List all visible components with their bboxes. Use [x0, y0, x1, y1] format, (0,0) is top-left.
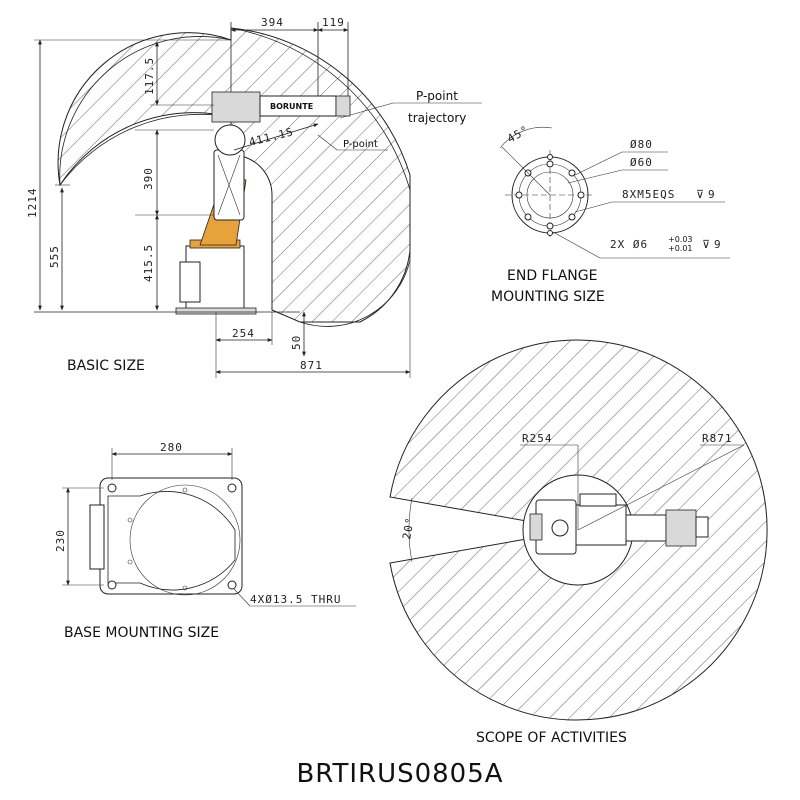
basic-size-caption: BASIC SIZE [67, 358, 145, 374]
flange-d60: Ø60 [630, 156, 653, 169]
dim-415-5: 415.5 [142, 244, 155, 282]
flange-pin: 2X Ø6 [610, 238, 648, 251]
scope-caption: SCOPE OF ACTIVITIES [476, 730, 627, 746]
base-plate [99, 477, 243, 595]
dim-254: 254 [232, 327, 255, 340]
scope-view: 20° R254 R871 SCOPE OF ACTIVITIES [389, 339, 768, 746]
dim-871: 871 [300, 359, 323, 372]
flange-thread-depth-icon: ⊽ [696, 188, 705, 201]
flange-pin-depth-icon: ⊽ [702, 238, 711, 251]
flange-pin-tol-dn: +0.01 [668, 244, 693, 253]
flange-pin-depth: 9 [714, 238, 722, 251]
base-height: 230 [54, 529, 67, 552]
end-flange-caption-2: MOUNTING SIZE [491, 289, 605, 305]
dim-119: 119 [322, 16, 345, 29]
basic-size-view: P-point trajectory P-point BORUNTE 394 1… [26, 16, 482, 378]
base-mounting-view: 280 230 4XØ13.5 THRU BASE MOUNTING SIZE [54, 441, 356, 641]
flange-thread-depth: 9 [708, 188, 716, 201]
flange-pin-tol-up: +0.03 [668, 235, 693, 244]
scope-r-outer: R871 [702, 432, 733, 445]
ppoint-trajectory-label-2: trajectory [408, 111, 466, 125]
end-flange-view: 45° Ø80 Ø60 8XM5EQS ⊽ 9 2X Ø6 +0.03 +0.0… [491, 123, 730, 305]
dim-555: 555 [48, 245, 61, 268]
flange-thread: 8XM5EQS [622, 188, 675, 201]
base-holes: 4XØ13.5 THRU [250, 593, 341, 606]
ppoint-trajectory-label-1: P-point [416, 89, 458, 103]
dim-50: 50 [290, 335, 303, 350]
scope-angle: 20° [400, 516, 417, 541]
flange-d80: Ø80 [630, 138, 653, 151]
model-title: BRTIRUS0805A [296, 759, 503, 789]
ppoint-label: P-point [343, 139, 378, 150]
dim-117-5: 117.5 [143, 57, 156, 95]
end-flange-caption-1: END FLANGE [507, 268, 597, 284]
dim-390: 390 [142, 167, 155, 190]
arm-brand: BORUNTE [270, 102, 313, 111]
base-mounting-caption: BASE MOUNTING SIZE [64, 625, 219, 641]
scope-r-inner: R254 [522, 432, 553, 445]
dim-1214: 1214 [26, 188, 39, 219]
flange-angle: 45° [505, 123, 531, 146]
dim-394: 394 [261, 16, 284, 29]
base-width: 280 [160, 441, 183, 454]
